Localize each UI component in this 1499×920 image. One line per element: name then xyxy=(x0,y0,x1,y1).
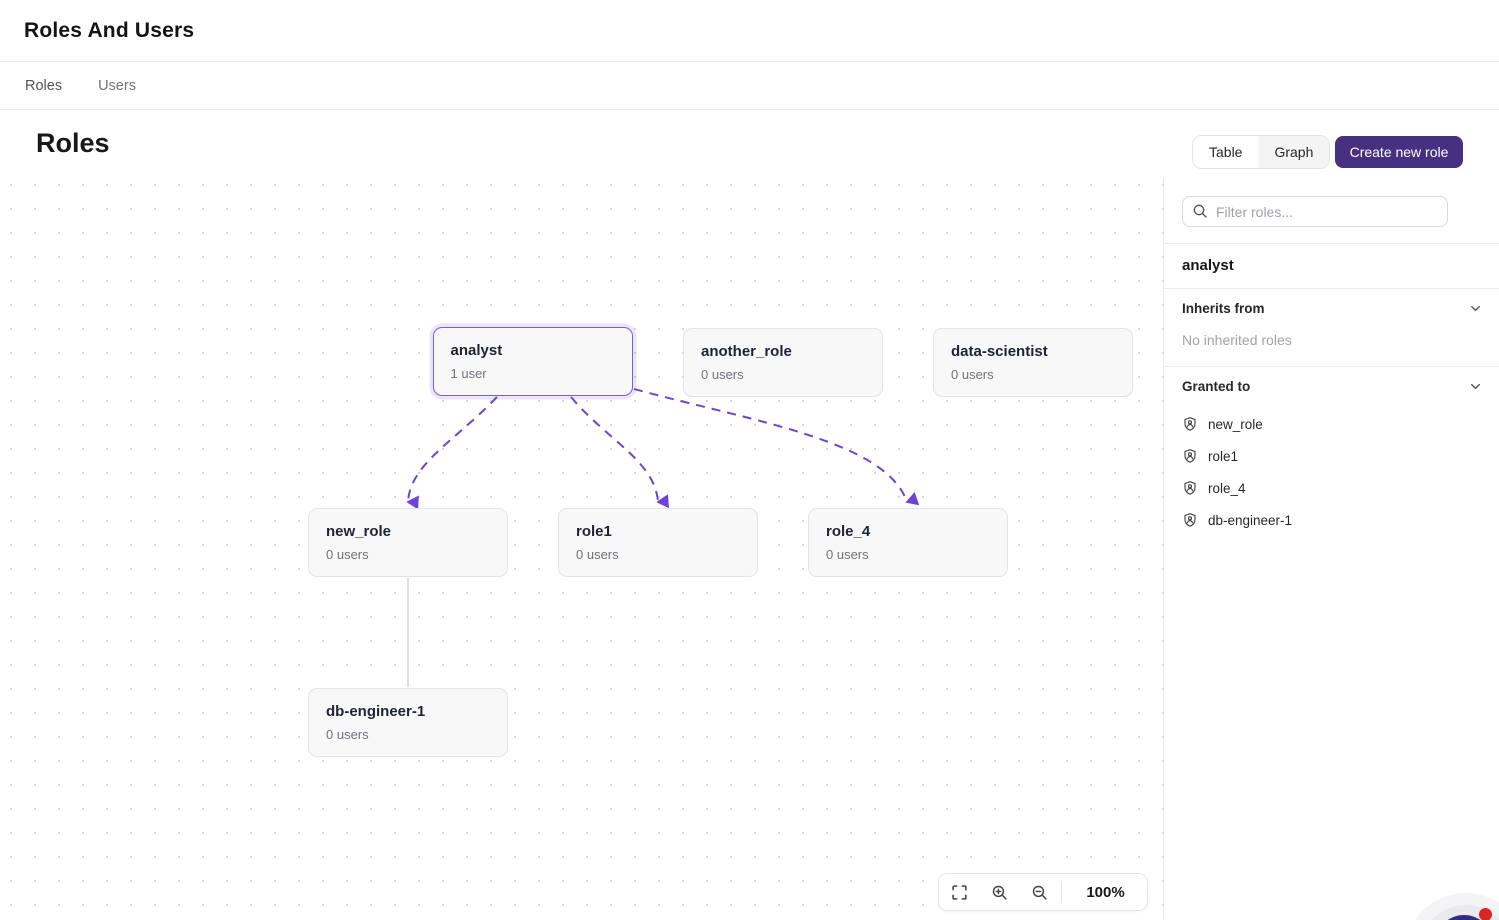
granted-to-list: new_role role1 role_4 xyxy=(1164,404,1499,548)
page-title: Roles xyxy=(36,128,110,158)
app-header: Roles And Users xyxy=(0,0,1499,62)
granted-role-item-new-role[interactable]: new_role xyxy=(1164,408,1499,440)
role-node-data-scientist[interactable]: data-scientist 0 users xyxy=(933,328,1133,397)
zoom-in-button[interactable] xyxy=(979,874,1019,910)
node-user-count: 0 users xyxy=(826,547,869,562)
edge-analyst-new-role xyxy=(406,396,498,510)
search-icon xyxy=(1193,204,1207,218)
zoom-level: 100% xyxy=(1086,883,1125,901)
role-node-role1[interactable]: role1 0 users xyxy=(558,508,758,577)
node-label: data-scientist xyxy=(951,343,1048,360)
divider xyxy=(1061,881,1062,903)
graph-view-button[interactable]: Graph xyxy=(1258,136,1330,168)
granted-role-label: db-engineer-1 xyxy=(1208,512,1293,528)
role-node-role-4[interactable]: role_4 0 users xyxy=(808,508,1008,577)
granted-role-item-role-4[interactable]: role_4 xyxy=(1164,472,1499,504)
main-nav: Roles Users xyxy=(0,62,1499,110)
granted-to-section-header[interactable]: Granted to xyxy=(1164,367,1499,404)
node-label: analyst xyxy=(450,341,503,359)
node-label: another_role xyxy=(701,343,792,360)
node-user-count: 0 users xyxy=(576,547,619,562)
graph-zoom-controls: 100% xyxy=(938,873,1148,911)
granted-role-item-db-engineer-1[interactable]: db-engineer-1 xyxy=(1164,504,1499,536)
node-label: role1 xyxy=(576,523,612,540)
edge-analyst-role1 xyxy=(570,396,669,509)
granted-to-title: Granted to xyxy=(1182,379,1251,394)
no-inherited-roles-text: No inherited roles xyxy=(1182,332,1292,348)
divider xyxy=(1164,243,1499,244)
role-shield-icon xyxy=(1184,481,1196,495)
fit-view-icon xyxy=(951,884,967,900)
chevron-down-icon[interactable] xyxy=(1468,379,1483,394)
table-view-button[interactable]: Table xyxy=(1193,136,1259,168)
role-node-db-engineer-1[interactable]: db-engineer-1 0 users xyxy=(308,688,508,757)
divider xyxy=(1164,366,1499,367)
granted-role-label: role_4 xyxy=(1208,480,1246,496)
selected-role-name: analyst xyxy=(1182,257,1234,274)
role-node-new-role[interactable]: new_role 0 users xyxy=(308,508,508,577)
node-label: role_4 xyxy=(826,523,871,540)
divider xyxy=(1164,288,1499,289)
roles-graph-canvas[interactable]: analyst 1 user another_role 0 users data… xyxy=(0,178,1163,920)
role-shield-icon xyxy=(1184,513,1196,527)
zoom-out-button[interactable] xyxy=(1019,874,1059,910)
edge-analyst-role-4 xyxy=(633,388,920,506)
nav-tab-roles[interactable]: Roles xyxy=(25,77,63,94)
inherits-from-section-header[interactable]: Inherits from xyxy=(1164,289,1499,326)
nav-tab-users[interactable]: Users xyxy=(98,77,136,94)
node-user-count: 0 users xyxy=(951,367,994,382)
granted-role-item-role1[interactable]: role1 xyxy=(1164,440,1499,472)
role-node-analyst[interactable]: analyst 1 user xyxy=(433,327,633,396)
granted-role-label: role1 xyxy=(1208,448,1239,464)
node-user-count: 0 users xyxy=(326,547,369,562)
zoom-in-icon xyxy=(992,885,1007,900)
filter-roles-input[interactable] xyxy=(1182,196,1448,227)
chevron-down-icon[interactable] xyxy=(1468,301,1483,316)
role-details-sidebar: analyst Inherits from No inherited roles… xyxy=(1163,178,1499,920)
inherits-from-title: Inherits from xyxy=(1182,301,1265,316)
fit-view-button[interactable] xyxy=(939,874,979,910)
notification-dot xyxy=(1479,908,1492,920)
badge-logo xyxy=(1435,915,1493,920)
node-label: new_role xyxy=(326,523,392,540)
role-shield-icon xyxy=(1184,449,1196,463)
app-title: Roles And Users xyxy=(24,18,195,42)
node-user-count: 0 users xyxy=(326,727,369,742)
create-new-role-button[interactable]: Create new role xyxy=(1335,136,1463,168)
zoom-out-icon xyxy=(1032,885,1047,900)
view-toggle: Table Graph xyxy=(1192,135,1331,169)
role-node-another-role[interactable]: another_role 0 users xyxy=(683,328,883,397)
node-user-count: 1 user xyxy=(450,365,487,381)
node-label: db-engineer-1 xyxy=(326,703,426,720)
granted-role-label: new_role xyxy=(1208,416,1263,432)
node-user-count: 0 users xyxy=(701,367,744,382)
role-shield-icon xyxy=(1184,417,1196,431)
